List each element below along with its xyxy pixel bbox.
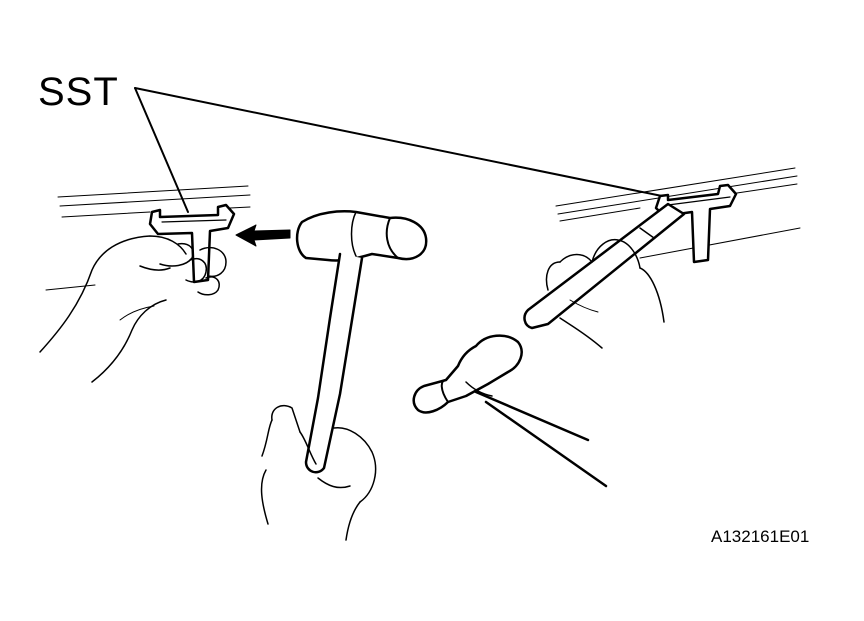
figure-code: A132161E01 bbox=[711, 527, 810, 546]
left-panel-edge bbox=[46, 186, 250, 290]
direction-arrow bbox=[235, 224, 291, 247]
left-hand bbox=[40, 236, 226, 382]
right-sst-tool bbox=[656, 185, 736, 262]
sst-label: SST bbox=[38, 70, 119, 114]
center-hand bbox=[262, 406, 376, 540]
right-punch bbox=[525, 204, 684, 328]
right-panel-edge bbox=[556, 168, 800, 258]
right-hand bbox=[547, 240, 665, 348]
sst-leader-lines bbox=[135, 88, 662, 212]
right-hammer bbox=[414, 336, 606, 486]
center-hammer bbox=[297, 211, 426, 472]
